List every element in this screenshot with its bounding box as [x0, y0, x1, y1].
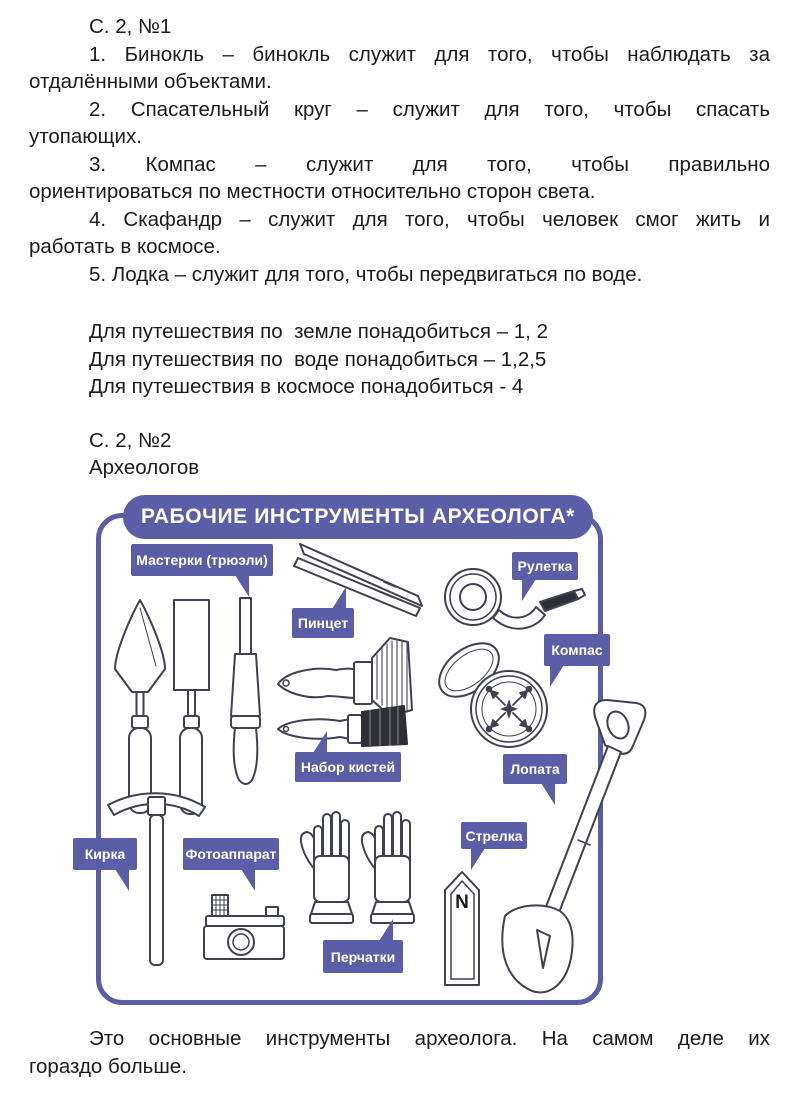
paragraph-line: ориентироваться по местности относительн… — [29, 180, 596, 203]
compass-drawing — [438, 642, 548, 748]
paragraph-line: 4. Скафандр – служит для того, чтобы чел… — [89, 207, 770, 231]
pointed-trowel-drawing — [114, 599, 166, 814]
pickaxe-tag-label: Кирка — [84, 846, 126, 862]
tag-tail — [471, 848, 485, 870]
tape-measure-drawing — [444, 568, 586, 630]
gloves-tag-label: Перчатки — [330, 948, 396, 965]
north-letter: N — [455, 892, 469, 913]
infographic-title: РАБОЧИЕ ИНСТРУМЕНТЫ АРХЕОЛОГА* — [123, 495, 593, 539]
tag-tail — [522, 579, 536, 601]
paragraph-line: 2. Спасательный круг – служит для того, … — [89, 97, 770, 121]
glove-drawing — [360, 811, 415, 924]
tag-tail — [115, 869, 129, 891]
closing-line: Это основные инструменты археолога. На с… — [89, 1027, 770, 1050]
tag-tail — [332, 587, 346, 609]
shovel-tag: Лопата — [503, 754, 567, 805]
travel-line: Для путешествия по земле понадобиться – … — [89, 320, 548, 343]
paragraph-line: отдалёнными объектами. — [29, 70, 272, 93]
small-brush-drawing — [277, 705, 408, 747]
north-arrow-tag: Стрелка — [461, 822, 527, 870]
tweezers-tag-label: Пинцет — [297, 615, 349, 631]
tag-tail — [541, 783, 555, 805]
tag-tail — [550, 665, 564, 687]
tools-line-art: N — [107, 543, 647, 994]
paragraph-line: 1. Бинокль – бинокль служит для того, чт… — [89, 42, 770, 66]
pickaxe-tag: Кирка — [73, 838, 137, 891]
paragraph-line: утопающих. — [29, 125, 142, 148]
tag-tail — [313, 731, 327, 753]
flat-trowel-drawing — [173, 599, 210, 815]
archaeologist-tools-infographic: РАБОЧИЕ ИНСТРУМЕНТЫ АРХЕОЛОГА* — [73, 488, 653, 1023]
closing-line: гораздо больше. — [29, 1054, 187, 1078]
travel-line: Для путешествия по воде понадобиться – 1… — [89, 347, 547, 371]
camera-tag-label: Фотоаппарат — [185, 846, 277, 862]
travel-line: Для путешествия в космосе понадобиться -… — [89, 375, 524, 398]
heading-task-2: С. 2, №2 — [89, 428, 172, 452]
north-marker-drawing: N — [444, 871, 480, 986]
pickaxe-drawing — [107, 792, 206, 966]
north-arrow-tag-label: Стрелка — [465, 827, 523, 844]
compass-tag-label: Компас — [551, 642, 603, 658]
wide-brush-drawing — [277, 637, 413, 717]
camera-drawing — [203, 894, 285, 960]
answers-text-block: С. 2, №1 1. Бинокль – бинокль служит для… — [29, 13, 770, 482]
brush-set-tag: Набор кистей — [295, 731, 401, 782]
tape-measure-tag: Рулетка — [512, 552, 578, 601]
camera-tag: Фотоаппарат — [183, 838, 279, 891]
chisel-drawing — [230, 597, 261, 785]
tweezers-tag: Пинцет — [292, 587, 354, 638]
travel-answers: Для путешествия по земле понадобиться – … — [29, 318, 770, 401]
shovel-tag-label: Лопата — [510, 761, 560, 777]
brush-set-tag-label: Набор кистей — [300, 759, 396, 775]
paragraph-line: 3. Компас – служит для того, чтобы прави… — [89, 152, 770, 176]
compass-tag: Компас — [544, 634, 610, 687]
tape-measure-tag-label: Рулетка — [517, 558, 573, 574]
trowels-tag-label: Мастерки (трюэли) — [136, 552, 268, 568]
tag-tail — [235, 575, 249, 597]
glove-drawing — [299, 811, 354, 924]
heading-task-1: С. 2, №1 — [89, 15, 172, 38]
tag-tail — [379, 919, 393, 941]
gloves-tag: Перчатки — [323, 919, 403, 973]
shovel-drawing — [501, 699, 647, 994]
closing-text: Это основные инструменты археолога. На с… — [29, 1025, 770, 1080]
task-2-answer: Археологов — [89, 456, 200, 479]
paragraph-line: 5. Лодка – служит для того, чтобы передв… — [89, 262, 643, 286]
tweezers-drawing — [293, 543, 423, 617]
trowels-tag: Мастерки (трюэли) — [131, 544, 273, 597]
paragraph-line: работать в космосе. — [29, 235, 221, 258]
tag-tail — [241, 869, 255, 891]
